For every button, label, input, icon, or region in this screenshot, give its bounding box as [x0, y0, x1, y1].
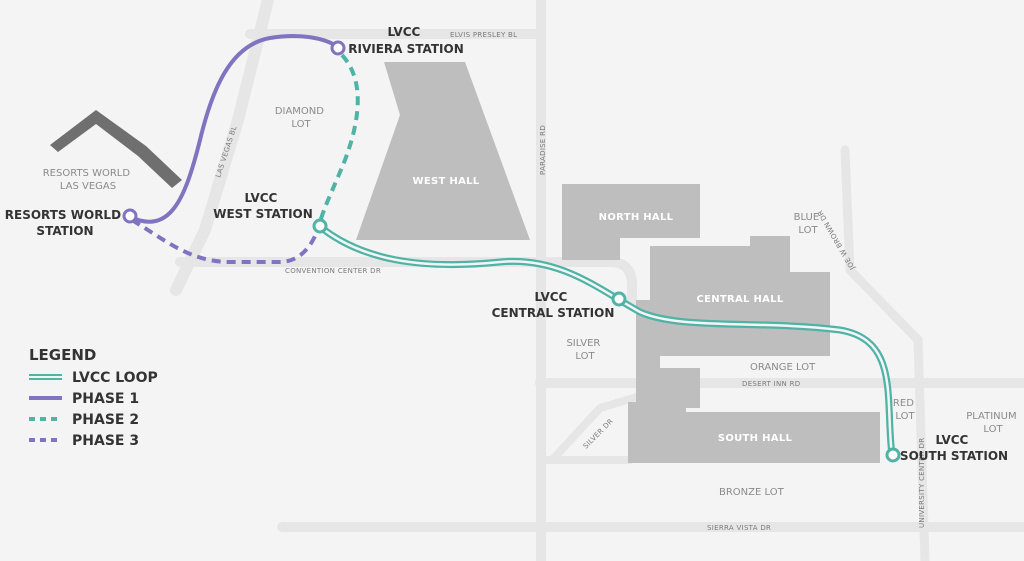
south-hall-label: SOUTH HALL: [718, 433, 793, 444]
connector-building: [636, 300, 700, 408]
roads: [170, 0, 1024, 561]
resorts-world-station-label: RESORTS WORLD STATION: [5, 208, 125, 238]
road-label-university-center: UNIVERSITY CENTER DR: [918, 438, 926, 528]
blue-lot-label: BLUE LOT: [794, 212, 823, 236]
road-label-desert-inn: DESERT INN RD: [742, 380, 800, 388]
hall-labels: WEST HALL NORTH HALL CENTRAL HALL SOUTH …: [413, 176, 793, 444]
south-station-label: LVCC SOUTH STATION: [900, 433, 1008, 463]
road-label-elvis-presley: ELVIS PRESLEY BL: [450, 31, 517, 39]
routes: [128, 34, 896, 459]
diamond-lot-label: DIAMOND LOT: [275, 106, 327, 130]
station-markers: [122, 40, 901, 463]
north-hall-label: NORTH HALL: [599, 212, 674, 223]
legend-item-phase-1: PHASE 1: [29, 391, 139, 407]
south-hall-building: [628, 402, 880, 463]
resorts-world-station-marker[interactable]: [122, 208, 138, 224]
riviera-station-marker[interactable]: [330, 40, 346, 56]
road-label-sierra-vista: SIERRA VISTA DR: [707, 524, 771, 532]
resorts-world-building: [50, 110, 182, 188]
west-station-label: LVCC WEST STATION: [213, 191, 313, 221]
silver-lot-label: SILVER LOT: [566, 338, 603, 362]
legend-item-phase-3: PHASE 3: [29, 433, 139, 449]
road-convention-center: [175, 257, 637, 310]
west-hall-building: [356, 62, 530, 240]
area-labels: RESORTS WORLD LAS VEGAS DIAMOND LOT SILV…: [43, 106, 1020, 498]
platinum-lot-label: PLATINUM LOT: [966, 411, 1020, 435]
road-label-convention-center: CONVENTION CENTER DR: [285, 267, 381, 275]
phase-3-route: [130, 218, 320, 264]
red-lot-label: RED LOT: [893, 398, 917, 422]
phase-1-route: [128, 34, 340, 224]
legend: LEGEND LVCC LOOP PHASE 1 PHASE 2 PHASE 3: [29, 346, 158, 449]
phase-2-route: [318, 53, 360, 223]
central-hall-label: CENTRAL HALL: [696, 294, 783, 305]
central-station-marker[interactable]: [611, 291, 627, 307]
south-station-marker[interactable]: [885, 447, 901, 463]
central-station-label: LVCC CENTRAL STATION: [492, 290, 615, 320]
legend-item-phase-2: PHASE 2: [29, 412, 139, 428]
west-station-marker[interactable]: [312, 218, 328, 234]
lvcc-loop-route-inner: [316, 223, 894, 457]
orange-lot-label: ORANGE LOT: [750, 362, 816, 373]
west-hall-label: WEST HALL: [413, 176, 480, 187]
riviera-station-label: LVCC RIVIERA STATION: [348, 25, 464, 56]
legend-title: LEGEND: [29, 346, 96, 364]
road-label-paradise: PARADISE RD: [539, 125, 547, 175]
road-joe-w-brown: [840, 145, 930, 561]
legend-label-phase-3: PHASE 3: [72, 433, 139, 449]
legend-item-lvcc-loop: LVCC LOOP: [29, 370, 158, 386]
legend-label-phase-2: PHASE 2: [72, 412, 139, 428]
north-hall-building: [562, 184, 700, 260]
road-silver-dr: [550, 392, 644, 462]
bronze-lot-label: BRONZE LOT: [719, 487, 785, 498]
legend-label-lvcc-loop: LVCC LOOP: [72, 370, 158, 386]
station-labels: LVCC RIVIERA STATION RESORTS WORLD STATI…: [5, 25, 1008, 463]
resorts-world-area-label: RESORTS WORLD LAS VEGAS: [43, 168, 134, 192]
legend-label-phase-1: PHASE 1: [72, 391, 139, 407]
